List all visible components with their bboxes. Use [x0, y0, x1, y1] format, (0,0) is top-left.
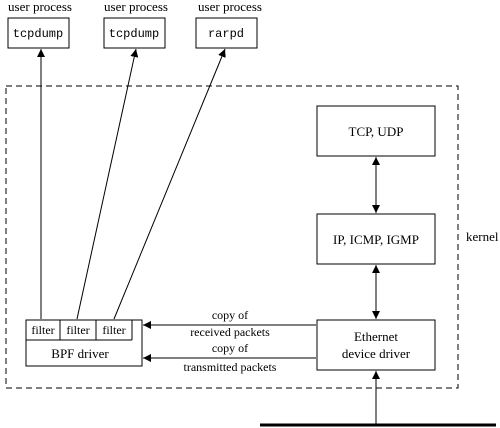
user-process-caption: user process [8, 0, 72, 14]
user-process-caption: user process [104, 0, 168, 14]
user-process-1: user process tcpdump [7, 0, 72, 49]
user-process-2: user process tcpdump [103, 0, 168, 49]
filter-3-label: filter [102, 323, 125, 337]
kernel-boundary [5, 85, 459, 389]
received-copy-label-line2: received packets [190, 325, 270, 339]
filter-3-to-rarpd-arrow [113, 48, 226, 320]
user-process-name: tcpdump [109, 27, 159, 41]
filter-2-label: filter [66, 323, 89, 337]
transmitted-copy-label-line1: copy of [212, 341, 248, 355]
filter-2-to-tcpdump-arrow [76, 48, 139, 320]
kernel-label: kernel [466, 229, 499, 244]
user-process-name: rarpd [208, 27, 244, 41]
ip-icmp-igmp-box [316, 213, 436, 265]
user-process-caption: user process [198, 0, 262, 14]
received-copy-label-line1: copy of [212, 308, 248, 322]
transmitted-copy-label-line2: transmitted packets [184, 360, 277, 374]
ethernet-driver-label-line2: device driver [342, 346, 411, 361]
user-process-box [195, 17, 258, 49]
user-process-name: tcpdump [13, 27, 63, 41]
ethernet-driver-label-line1: Ethernet [354, 329, 398, 344]
user-process-box [103, 17, 166, 49]
ip-icmp-igmp-label: IP, ICMP, IGMP [333, 232, 419, 247]
bpf-driver-label: BPF driver [51, 346, 109, 361]
bpf-driver: filter filter filter BPF driver [25, 319, 143, 367]
bpf-driver-box [25, 319, 143, 367]
user-process-box [7, 17, 70, 49]
ethernet-driver-box [316, 319, 436, 371]
user-process-3: user process rarpd [195, 0, 262, 49]
filter-1-label: filter [31, 323, 54, 337]
tcp-udp-label: TCP, UDP [349, 124, 404, 139]
tcp-udp-box [316, 105, 436, 157]
